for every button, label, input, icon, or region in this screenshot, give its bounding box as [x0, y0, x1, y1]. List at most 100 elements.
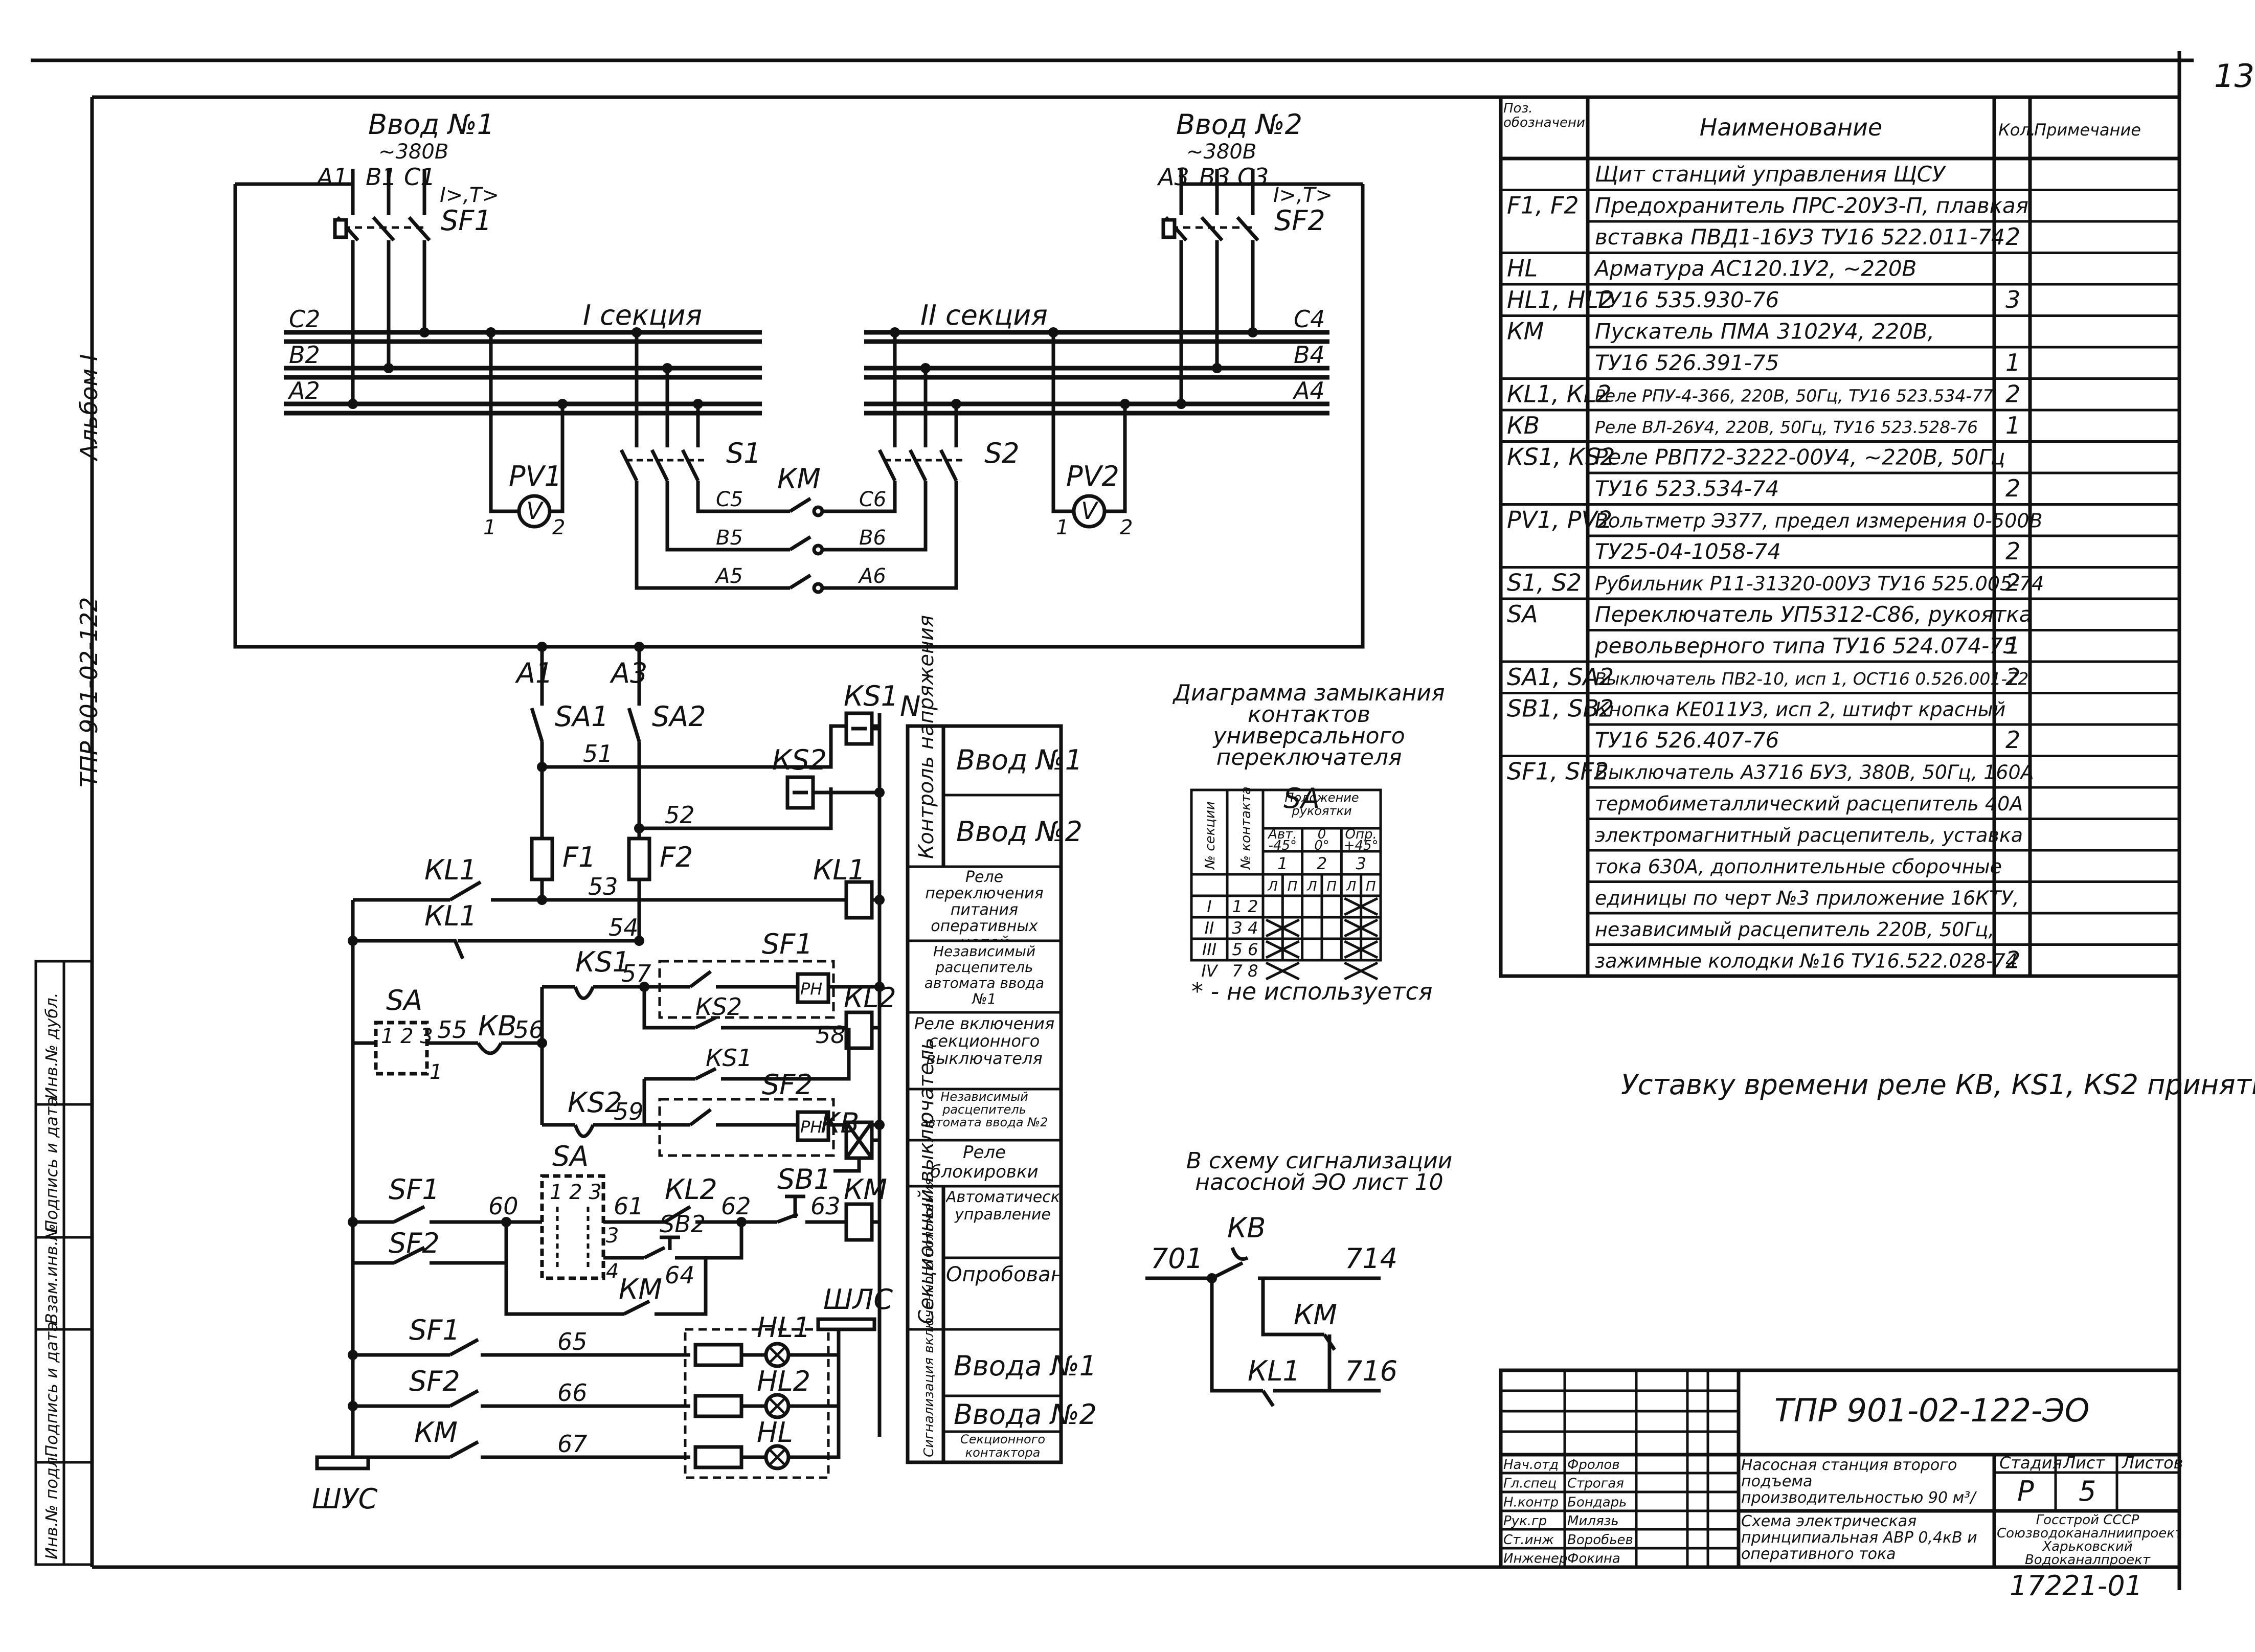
cd-position-number: 2 [1317, 854, 1327, 873]
label-sig-section: Секционного контактора [960, 1433, 1045, 1460]
spec-row-qty: 1 [2005, 632, 2020, 660]
spec-row-name: термобиметаллический расцепитель 40А [1595, 793, 2023, 815]
sf1-release-label: SF1 [762, 928, 813, 960]
ks1-contact-label: КS1 [575, 946, 630, 978]
wire-b6: В6 [859, 526, 886, 550]
wire-67: 67 [557, 1430, 588, 1458]
control-circuit: А1 А3 SA1 SA2 51 52 КS1 КS2 N [312, 642, 920, 1515]
sa-small-contacts: 1 2 3 [381, 1025, 433, 1048]
contact-diagram: Диаграмма замыкания контактов универсаль… [1174, 683, 1445, 1005]
wire-701: 701 [1151, 1242, 1203, 1275]
ks1-contact-label-b: КS1 [706, 1044, 752, 1072]
svg-text:V: V [526, 497, 544, 525]
kl1-contact-label-1: КL1 [424, 854, 477, 886]
tb-person-name: Бондарь [1567, 1495, 1627, 1510]
feed-a3: А3 [610, 657, 647, 689]
tb-person-role: Н.контр [1503, 1495, 1559, 1510]
ks2-contact-label-a: КS2 [695, 993, 742, 1021]
kl2-contact-label: КL2 [665, 1173, 717, 1206]
spec-row-pos: HL [1507, 255, 1538, 282]
spec-row-name: Переключатель УП5312-С86, рукоятка [1595, 602, 2032, 627]
input2-voltage: ~380В [1186, 140, 1256, 164]
label-strip: Контроль напряжения Секционный выключате… [906, 615, 1097, 1464]
tb-sheet-head: Лист [2063, 1453, 2105, 1473]
spec-row-name: Реле ВЛ-26У4, 220В, 50Гц, ТУ16 523.528-7… [1595, 417, 1978, 437]
sf2-aux-label: SF2 [389, 1227, 440, 1259]
input1-phase-a: А1 [315, 163, 348, 191]
spec-row-name: Пускатель ПМА 3102У4, 220В, [1595, 319, 1934, 344]
spec-row-pos: SA [1507, 600, 1538, 628]
spec-row-qty: 2 [2005, 663, 2020, 691]
sa-selector-small: 1 2 3 SA 1 [374, 984, 442, 1084]
hl-label: HL [757, 1416, 793, 1449]
bus-c4: С4 [1294, 305, 1325, 333]
wire-61: 61 [614, 1192, 644, 1220]
ks2-contact-label-b: КS2 [568, 1087, 622, 1119]
section2-label: II секция [920, 299, 1048, 331]
tb-person-name: Фокина [1567, 1551, 1620, 1567]
wire-54: 54 [608, 914, 639, 941]
cd-subcol: Л [1306, 879, 1317, 894]
tb-sheet-no: 5 [2079, 1475, 2096, 1507]
spec-row-name: ТУ16 526.391-75 [1595, 350, 1779, 375]
feed-a1: А1 [515, 657, 553, 689]
spec-row-pos: PV1, PV2 [1507, 506, 1612, 534]
signal-link-title: В схему сигнализации насосной ЭО лист 10 [1186, 1150, 1453, 1195]
wire-716: 716 [1345, 1355, 1397, 1387]
tb-person-role: Ст.инж [1503, 1532, 1554, 1548]
s2-switch: S2 [821, 327, 1020, 590]
sf2-signal-label: SF2 [409, 1365, 460, 1397]
km-signal-label: КМ [414, 1416, 458, 1449]
label-input2: Ввод №2 [956, 816, 1083, 848]
label-release-input1: Независимый расцепитель автомата ввода №… [924, 943, 1045, 1007]
sb1-label: SB1 [777, 1163, 831, 1195]
label-auto-control: Автоматическое управление [946, 1189, 1059, 1224]
spec-row-qty: 2 [2005, 537, 2020, 565]
pv2-label: PV2 [1066, 460, 1119, 492]
spec-head-pos: Поз. обозначение [1503, 101, 1585, 130]
spec-row-name: Реле РПУ-4-366, 220В, 50Гц, ТУ16 523.534… [1595, 386, 1993, 406]
cd-position-number: 1 [1277, 854, 1288, 873]
spec-row-name: электромагнитный расцепитель, уставка [1595, 824, 2023, 847]
wire-c5: С5 [716, 488, 743, 511]
stamp-field-2: Подпись и дата [42, 1322, 61, 1457]
label-section-close-relay: Реле включения секционного выключателя [914, 1015, 1055, 1068]
spec-row-pos: SA1, SA2 [1507, 663, 1614, 691]
input2-breaker: SF2 [1274, 205, 1325, 237]
stamp-field-1: Инв.№ подл. [42, 1452, 61, 1559]
kl1-contact-label-2: КL1 [424, 900, 477, 932]
spec-row-name: ТУ16 526.407-76 [1595, 728, 1779, 753]
sf1-release-rn: РН [800, 979, 822, 999]
label-release-input2: Независимый расцепитель автомата ввода №… [920, 1091, 1048, 1129]
group-section-breaker: Секционный выключатель [915, 1037, 938, 1324]
group-signalling: Сигнализация включенного положения [921, 1178, 937, 1457]
km-hold-label: КМ [619, 1273, 662, 1305]
label-testing: Опробование [946, 1263, 1059, 1286]
wire-c6: С6 [859, 488, 886, 511]
project-code: ТПР 901-02-122 [75, 597, 103, 787]
cd-row-contacts: 3 4 [1232, 918, 1258, 938]
spec-row-pos: HL1, HL2 [1507, 286, 1613, 313]
spec-head-note: Примечание [2034, 120, 2141, 140]
fuse-f1-label: F1 [562, 841, 596, 873]
spec-row-name: вставка ПВД1-16УЗ ТУ16 522.011-74 [1595, 224, 2005, 250]
time-setting-remark: Уставку времени реле КВ, КS1, КS2 принят… [1621, 1069, 2255, 1101]
sa-terminal-4: 4 [606, 1260, 619, 1283]
wire-b5: В5 [716, 526, 743, 550]
tb-person-name: Милязь [1567, 1513, 1619, 1529]
cd-position-name: Авт. [1267, 827, 1297, 842]
spec-row-pos: SF1, SF2 [1507, 758, 1609, 785]
sf1-signal-label: SF1 [409, 1314, 460, 1346]
wire-63: 63 [810, 1192, 841, 1220]
s1-switch: S1 [619, 327, 790, 590]
input2-label: Ввод №2 [1176, 108, 1302, 141]
sa-small-label: SA [386, 984, 422, 1016]
sa1-label: SA1 [555, 700, 609, 733]
sb2-label: SB2 [660, 1210, 706, 1238]
cd-position-name: 0 [1318, 827, 1326, 842]
km-tie-label: КМ [777, 463, 821, 495]
spec-row-name: ТУ16 523.534-74 [1595, 476, 1779, 501]
input2-phase-b: В3 [1199, 163, 1230, 191]
spec-row-name: тока 630А, дополнительные сборочные [1595, 855, 2002, 878]
tb-sheet-title: Схема электрическая принципиальная АВР 0… [1741, 1513, 1977, 1563]
